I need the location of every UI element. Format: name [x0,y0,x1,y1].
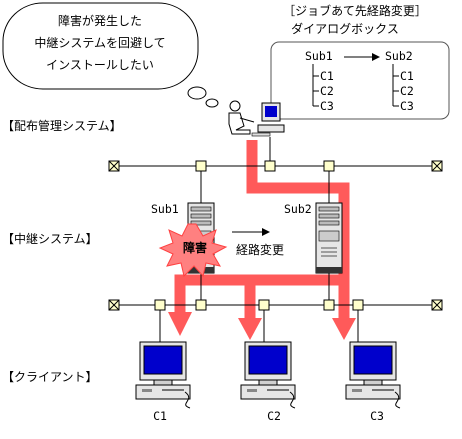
route-change-dialog: Sub1 C1 C2 C3 Sub2 C1 C2 C3 [270,41,450,120]
tier-label-distribution: 【配布管理システム】 [2,118,122,133]
dialog-right-item-c3: C3 [400,99,414,113]
route-arrow-c2 [238,318,262,340]
manager-pc-icon [251,102,285,137]
server-sub2-icon [315,202,343,274]
lower-network-segment [108,272,443,342]
dialog-right-item-c2: C2 [400,84,414,98]
route-change-label: 経路変更 [236,242,284,257]
speech-line-1: 障害が発生した [58,13,142,28]
speech-line-2: 中継システムを回避して [34,35,165,50]
route-arrow-c3 [332,318,356,340]
route-arrow-c1 [168,312,192,336]
dialog-left-item-c3: C3 [320,99,334,113]
relay-label-sub2: Sub2 [284,202,312,216]
client-label-c2: C2 [267,409,281,423]
dialog-caption-title: ［ジョブあて先経路変更］ [283,3,427,18]
tier-label-client: 【クライアント】 [2,370,98,384]
tier-label-relay: 【中継システム】 [2,231,98,246]
client-label-c1: C1 [153,409,167,423]
dialog-left-item-c1: C1 [320,69,334,83]
client-c3-icon [345,341,401,400]
upper-network-segment [108,137,443,211]
speech-bubble: 障害が発生した 中継システムを回避して インストールしたい [2,2,219,108]
operator-person-icon [228,100,255,135]
dialog-left-item-c2: C2 [320,84,334,98]
dialog-right-root: Sub2 [385,49,413,63]
dialog-caption-subtitle: ダイアログボックス [291,21,399,36]
failure-burst-icon [158,223,228,278]
client-c1-icon [135,341,191,400]
dialog-arrow-icon [372,53,380,61]
failure-label: 障害 [183,240,207,255]
relay-label-sub1: Sub1 [151,202,179,216]
speech-line-3: インストールしたい [46,58,154,72]
install-route-path [174,140,350,318]
client-c2-icon [240,341,296,400]
client-label-c3: C3 [370,409,384,423]
dialog-left-root: Sub1 [305,49,333,63]
dialog-right-item-c1: C1 [400,69,414,83]
route-change-arrow-icon [262,228,270,236]
